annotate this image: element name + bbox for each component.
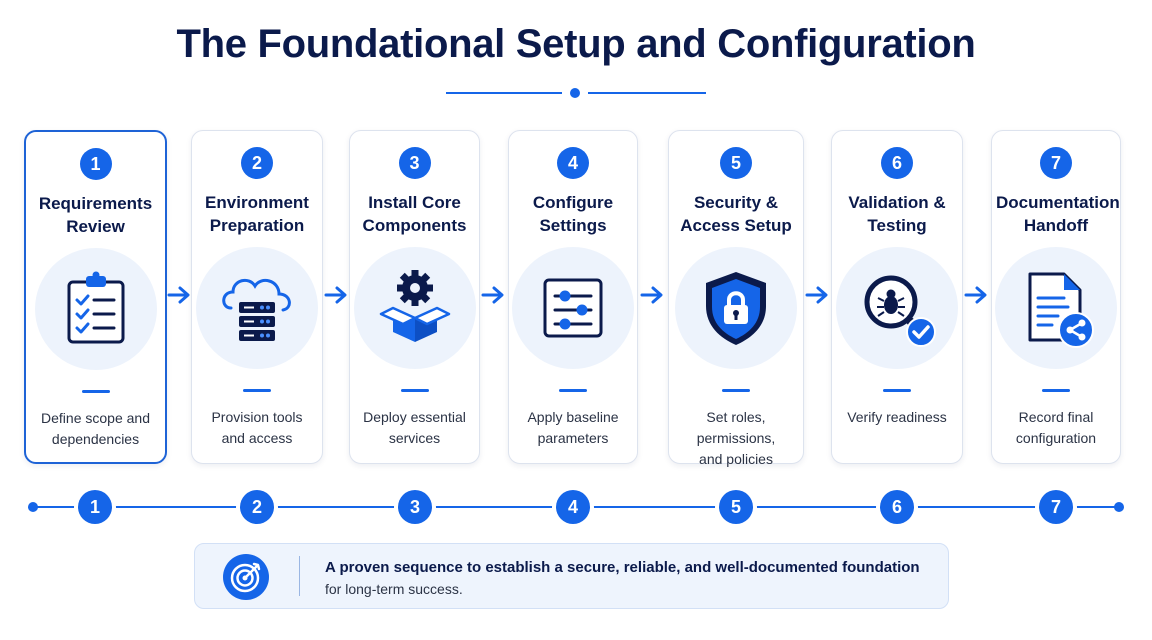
step-description: Provision tools and access bbox=[211, 409, 303, 446]
arrow-right-icon bbox=[167, 286, 190, 304]
step-dash bbox=[243, 389, 271, 392]
cloud-server-icon bbox=[222, 278, 291, 341]
step-card-6[interactable]: 6 Validation & Testing Verify readiness bbox=[831, 130, 963, 464]
step-number: 4 bbox=[557, 147, 589, 179]
step-icon-circle bbox=[675, 247, 797, 369]
clipboard-checklist-icon bbox=[67, 271, 124, 344]
timeline-node-4[interactable]: 4 bbox=[556, 490, 590, 524]
step-timeline: 1 2 3 4 5 6 7 bbox=[28, 490, 1124, 524]
step-dash bbox=[1042, 389, 1070, 392]
step-icon-circle bbox=[836, 247, 958, 369]
timeline-start-dot bbox=[28, 502, 38, 512]
step-card-3[interactable]: 3 Install Core Components bbox=[349, 130, 480, 464]
step-icon-circle bbox=[34, 248, 157, 370]
callout-separator bbox=[299, 556, 300, 596]
step-card-7[interactable]: 7 Documentation Handoff Record final con… bbox=[991, 130, 1121, 464]
callout-subline: for long-term success. bbox=[325, 581, 463, 597]
callout-headline: A proven sequence to establish a secure,… bbox=[325, 559, 920, 576]
step-description: Record final configuration bbox=[1015, 409, 1097, 446]
target-icon bbox=[223, 554, 269, 600]
step-number: 6 bbox=[881, 147, 913, 179]
arrow-right-icon bbox=[640, 286, 663, 304]
sliders-icon bbox=[543, 278, 603, 338]
timeline-end-dot bbox=[1114, 502, 1124, 512]
summary-callout: A proven sequence to establish a secure,… bbox=[194, 543, 949, 609]
document-share-icon bbox=[1028, 272, 1094, 348]
step-dash bbox=[81, 390, 110, 393]
step-card-1[interactable]: 1 Requirements Review Define scope and d… bbox=[24, 130, 167, 464]
step-number: 5 bbox=[720, 147, 752, 179]
step-dash bbox=[883, 389, 911, 392]
step-description: Verify readiness bbox=[847, 409, 947, 425]
timeline-node-3[interactable]: 3 bbox=[398, 490, 432, 524]
step-number: 7 bbox=[1040, 147, 1072, 179]
page-title: The Foundational Setup and Configuration bbox=[176, 22, 976, 66]
shield-lock-icon bbox=[706, 272, 766, 345]
step-title: Requirements Review bbox=[38, 194, 153, 236]
timeline-node-6[interactable]: 6 bbox=[880, 490, 914, 524]
step-number: 2 bbox=[241, 147, 273, 179]
divider-line-right bbox=[588, 92, 706, 94]
step-title: Install Core Components bbox=[362, 193, 467, 235]
step-description: Define scope and dependencies bbox=[41, 410, 150, 447]
timeline-node-7[interactable]: 7 bbox=[1039, 490, 1073, 524]
arrow-right-icon bbox=[481, 286, 504, 304]
step-description: Apply baseline parameters bbox=[527, 409, 619, 446]
step-title: Documentation Handoff bbox=[996, 193, 1120, 235]
step-title: Security & Access Setup bbox=[680, 193, 792, 235]
arrow-right-icon bbox=[964, 286, 987, 304]
gear-box-icon bbox=[379, 270, 450, 342]
step-number: 3 bbox=[398, 147, 431, 179]
step-dash bbox=[722, 389, 750, 392]
title-divider bbox=[446, 88, 706, 98]
step-card-2[interactable]: 2 Environment Preparation Provision tool… bbox=[191, 130, 323, 464]
step-card-5[interactable]: 5 Security & Access Setup Set roles, per… bbox=[668, 130, 804, 467]
step-dash bbox=[559, 389, 587, 392]
step-card-4[interactable]: 4 Configure Settings Apply baseline para… bbox=[508, 130, 638, 464]
step-icon-circle bbox=[995, 247, 1117, 369]
step-icon-circle bbox=[196, 247, 318, 369]
step-title: Validation & Testing bbox=[848, 193, 946, 235]
step-title: Environment Preparation bbox=[205, 193, 309, 235]
step-description: Set roles, permissions, and policies bbox=[696, 409, 776, 467]
step-description: Deploy essential services bbox=[363, 409, 466, 446]
divider-dot bbox=[570, 88, 580, 98]
step-icon-circle bbox=[512, 247, 634, 369]
step-number: 1 bbox=[79, 148, 112, 180]
step-title: Configure Settings bbox=[532, 193, 614, 235]
timeline-node-2[interactable]: 2 bbox=[240, 490, 274, 524]
arrow-right-icon bbox=[324, 286, 347, 304]
step-dash bbox=[400, 389, 429, 392]
step-icon-circle bbox=[353, 247, 476, 369]
timeline-node-5[interactable]: 5 bbox=[719, 490, 753, 524]
divider-line-left bbox=[446, 92, 562, 94]
timeline-node-1[interactable]: 1 bbox=[78, 490, 112, 524]
magnifier-bug-icon bbox=[864, 275, 936, 347]
arrow-right-icon bbox=[805, 286, 828, 304]
